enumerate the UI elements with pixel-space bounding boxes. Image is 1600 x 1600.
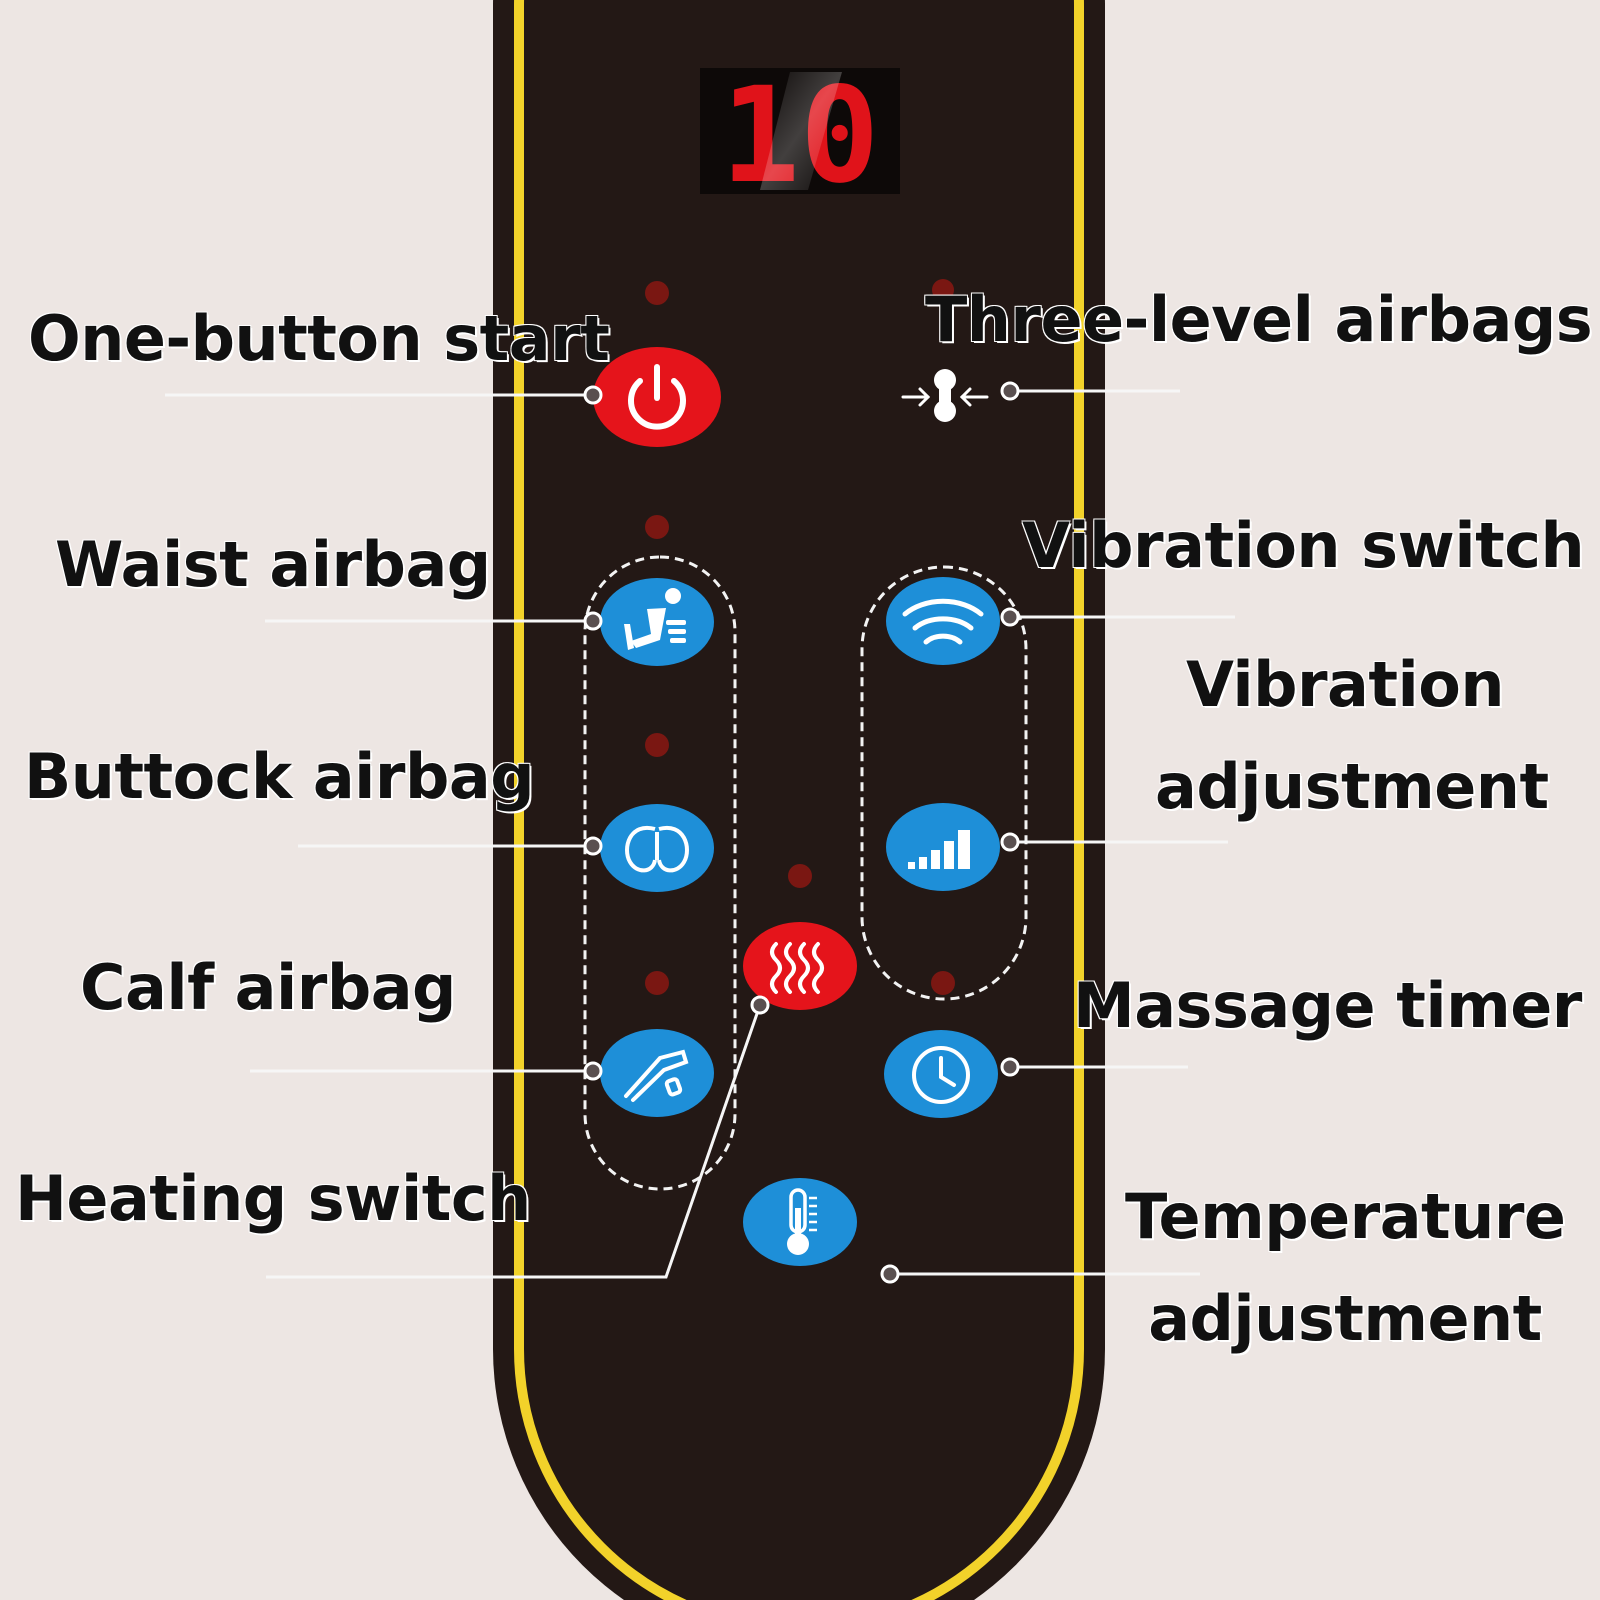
indicator-led [932, 279, 954, 301]
label-calf-airbag: Calf airbag [80, 951, 456, 1024]
label-buttock-airbag: Buttock airbag [24, 740, 535, 813]
leader-dot [1000, 607, 1020, 627]
indicator-leds [645, 279, 955, 995]
airbag-group-outline [583, 555, 737, 1191]
label-vibration-adjustment: Vibration adjustment [1155, 634, 1549, 838]
heating-switch-button[interactable] [743, 922, 857, 1010]
label-vibration-switch: Vibration switch [1022, 509, 1585, 582]
wifi-waves-icon [902, 598, 984, 645]
waist-airbag-button[interactable] [600, 578, 714, 666]
clock-icon [912, 1046, 970, 1104]
remote-rim [514, 0, 1084, 1600]
airbag-level-icon [901, 369, 989, 422]
display-glare [760, 72, 842, 190]
indicator-led [645, 971, 669, 995]
leader-dot [583, 611, 603, 631]
vibration-switch-button[interactable] [886, 577, 1000, 665]
leader-heating-switch [266, 1004, 762, 1279]
leader-dot [1000, 381, 1020, 401]
vibration-adjustment-button[interactable] [886, 803, 1000, 891]
leader-dot [880, 1264, 900, 1284]
waist-massage-icon [624, 588, 686, 650]
massage-timer-button[interactable] [884, 1030, 998, 1118]
leader-dot [583, 385, 603, 405]
calf-massage-icon [624, 1049, 689, 1102]
power-icon [628, 364, 686, 430]
buttock-massage-icon [625, 825, 689, 873]
indicator-led [931, 971, 955, 995]
label-waist-airbag: Waist airbag [55, 528, 491, 601]
vibration-group-outline [860, 565, 1028, 1001]
indicator-led [645, 515, 669, 539]
leader-dot [583, 1061, 603, 1081]
led-display: 10 [700, 59, 900, 213]
leader-dot [1000, 1057, 1020, 1077]
leader-dot [750, 995, 770, 1015]
temperature-adjustment-button[interactable] [743, 1178, 857, 1266]
heat-waves-icon [770, 942, 824, 994]
label-temperature-adjustment-line1: Temperature [1125, 1180, 1566, 1253]
indicator-led [645, 733, 669, 757]
airbag-level-button[interactable] [901, 369, 989, 422]
label-massage-timer: Massage timer [1073, 969, 1582, 1042]
label-vibration-adjustment-line1: Vibration [1185, 648, 1505, 721]
indicator-led [788, 864, 812, 888]
label-vibration-adjustment-line2: adjustment [1155, 750, 1549, 823]
leader-markers [583, 381, 1020, 1284]
leader-dot [583, 836, 603, 856]
label-heating-switch: Heating switch [15, 1162, 531, 1235]
leader-lines [165, 389, 1235, 1279]
label-three-level-airbags: Three-level airbags [925, 283, 1593, 356]
label-temperature-adjustment: Temperature adjustment [1125, 1166, 1566, 1370]
leader-dot [1000, 832, 1020, 852]
label-temperature-adjustment-line2: adjustment [1148, 1282, 1542, 1355]
thermometer-icon [787, 1188, 817, 1255]
calf-airbag-button[interactable] [600, 1029, 714, 1117]
power-button[interactable] [593, 347, 721, 447]
indicator-led [645, 281, 669, 305]
signal-bars-icon [908, 830, 970, 869]
buttock-airbag-button[interactable] [600, 804, 714, 892]
label-one-button-start: One-button start [28, 302, 610, 375]
